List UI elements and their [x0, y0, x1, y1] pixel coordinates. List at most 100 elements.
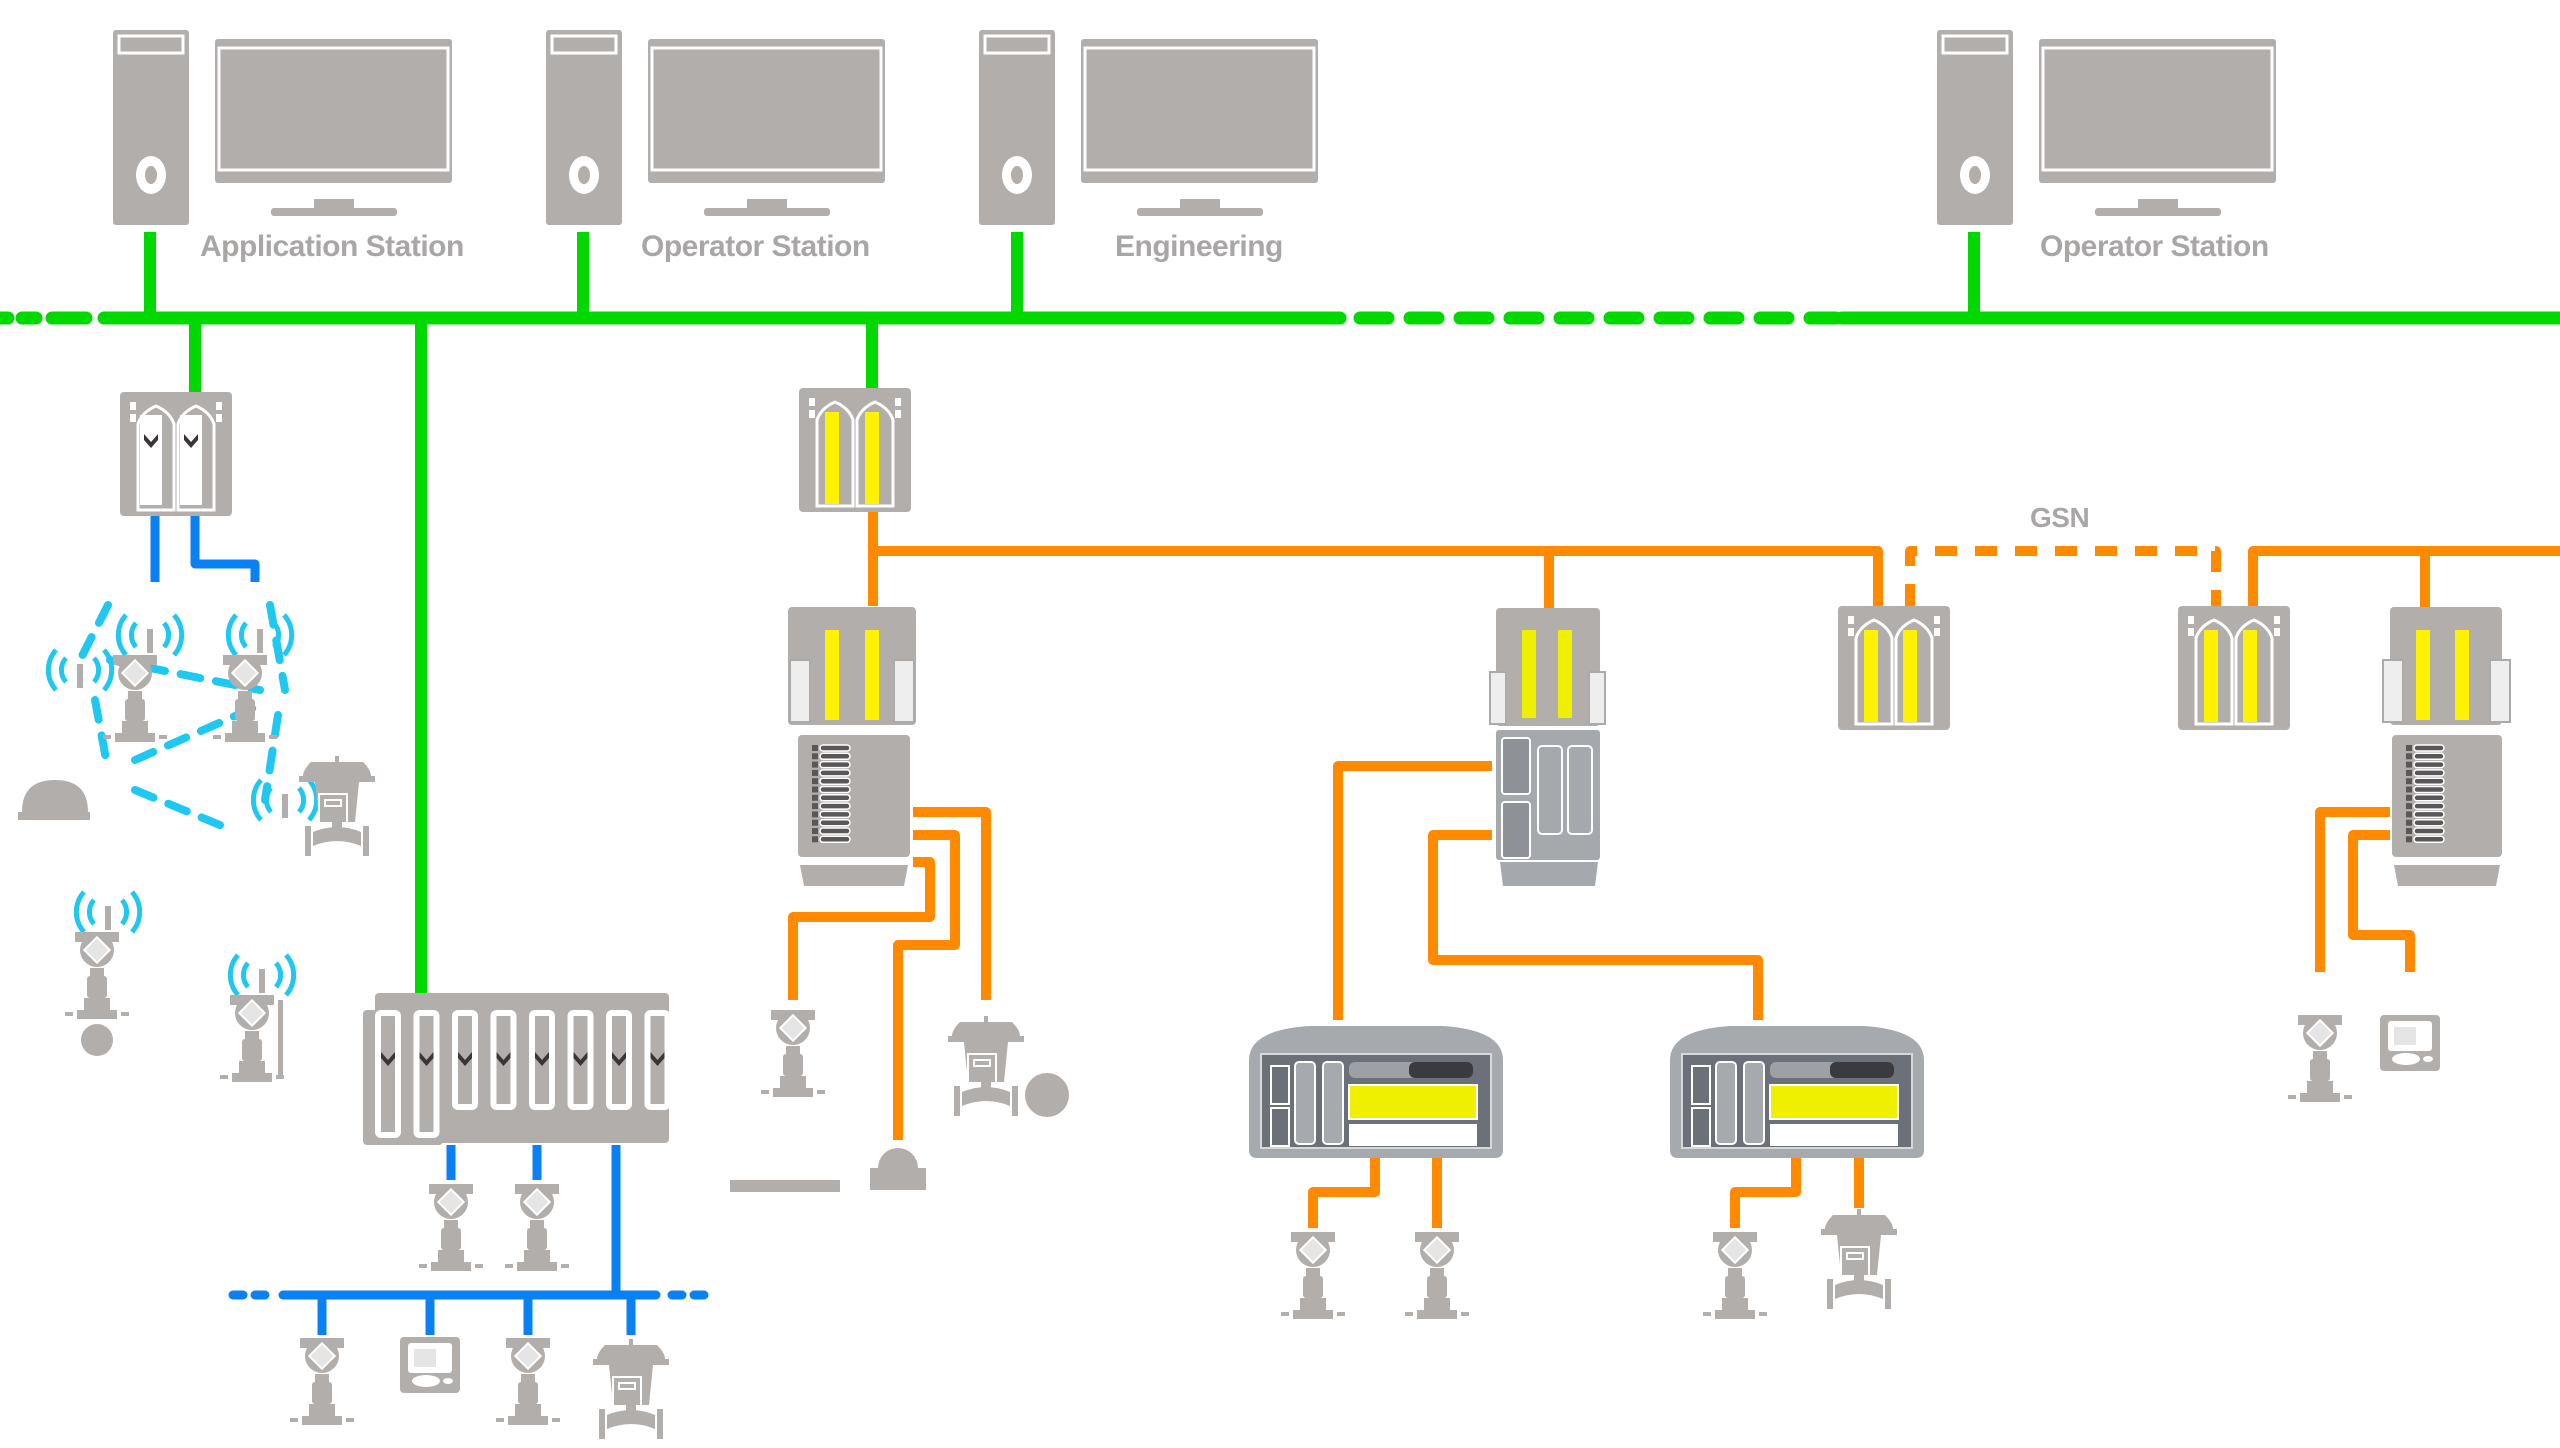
safety-card [865, 412, 879, 504]
chevron-icon [612, 1052, 626, 1066]
terminal-slot [819, 744, 851, 752]
operator-station-1-icon[interactable] [544, 28, 887, 227]
safety-bus [873, 546, 1883, 606]
chevron-icon [144, 434, 158, 448]
pressure-transmitter-icon[interactable] [2287, 1014, 2353, 1103]
terminal-indicator [2406, 811, 2412, 818]
terminal-slot [819, 777, 851, 785]
pressure-transmitter-icon[interactable] [1280, 1231, 1346, 1320]
terminal-slot [819, 827, 851, 835]
terminal-slot [819, 760, 851, 769]
wireless-pressure-transmitter[interactable] [230, 955, 293, 995]
pressure-transmitter-icon[interactable] [495, 1337, 561, 1426]
gsn-controller-1[interactable] [1836, 604, 1952, 732]
wireless-adapter-base [18, 812, 90, 820]
terminal-indicator [2406, 836, 2412, 843]
engineering-station-icon[interactable] [977, 28, 1320, 227]
terminal-slot [819, 802, 851, 810]
io-wire [893, 830, 960, 1140]
operator-station-2-icon[interactable] [1935, 28, 2278, 227]
terminal-indicator [2406, 778, 2412, 785]
terminal-indicator [2406, 753, 2412, 760]
wireless-adapter-icon[interactable] [22, 780, 88, 812]
chevron-icon [650, 1052, 665, 1066]
control-valve-icon[interactable] [947, 1015, 1025, 1117]
junction-box-1-icon[interactable] [1248, 1025, 1504, 1159]
control-valve-icon[interactable] [592, 1338, 670, 1440]
wireless-waves-icon [228, 615, 291, 655]
terminal-indicator [2406, 786, 2412, 793]
pressure-transmitter-icon[interactable] [1702, 1231, 1768, 1320]
mesh-link [131, 786, 236, 834]
gateway-wire [190, 512, 260, 582]
pressure-transmitter-icon[interactable] [1404, 1231, 1470, 1320]
pressure-transmitter-icon[interactable] [418, 1183, 484, 1272]
wireless-transmitter-2[interactable] [228, 615, 291, 655]
terminal-indicator [2406, 761, 2412, 768]
logic-solver-stack-1[interactable] [788, 607, 916, 886]
terminal-slot [819, 818, 851, 827]
jb-wire [1730, 1158, 1801, 1228]
wireless-gateway[interactable] [118, 390, 234, 518]
io-rack[interactable] [363, 993, 671, 1145]
mesh-link [261, 711, 282, 804]
terminal-slot [819, 752, 851, 761]
chevron-icon [535, 1052, 549, 1066]
pressure-transmitter-icon[interactable] [760, 1009, 826, 1098]
terminal-indicator [812, 794, 818, 801]
mesh-link [266, 601, 289, 694]
terminal-slot [819, 810, 851, 819]
terminal-indicator [812, 828, 818, 834]
terminal-indicator [812, 753, 818, 760]
junction-box-2-icon[interactable] [1669, 1025, 1925, 1159]
logic-solver-stack-2[interactable] [2382, 607, 2511, 886]
terminal-indicator [812, 769, 818, 776]
operator-station-1-label: Operator Station [641, 230, 870, 263]
gsn-link [1905, 546, 2221, 606]
terminal-indicator [2406, 828, 2412, 834]
terminal-indicator [812, 811, 818, 818]
terminal-slot [2413, 785, 2445, 794]
terminal-slot [2413, 794, 2445, 802]
pipe-icon [278, 1000, 283, 1075]
chevron-icon [419, 1052, 434, 1066]
application-station-icon[interactable] [111, 28, 454, 227]
wireless-transmitter-1[interactable] [118, 615, 181, 655]
flow-transmitter-icon[interactable] [289, 1337, 355, 1426]
charm-controller[interactable] [1489, 608, 1606, 886]
chevron-icon [458, 1052, 472, 1066]
gsn-controller-module-icon [1836, 604, 1952, 732]
wireless-waves-icon [76, 892, 139, 932]
terminal-indicator [812, 819, 818, 826]
terminal-slot [2413, 752, 2445, 761]
wireless-transmitter-icon[interactable] [212, 654, 278, 743]
terminal-indicator [812, 778, 818, 785]
terminal-slot [2413, 744, 2445, 752]
io-wire [2348, 830, 2415, 972]
terminal-indicator [812, 836, 818, 843]
wireless-waves-icon [230, 955, 293, 995]
pressure-transmitter-icon[interactable] [504, 1183, 570, 1272]
charm-wire [1333, 761, 1492, 1020]
inline-flow-meter[interactable] [730, 1148, 926, 1192]
gsn-controller-2[interactable] [2176, 604, 2292, 732]
terminal-slot [819, 785, 851, 794]
local-display-icon[interactable] [2380, 1015, 2440, 1071]
io-wire [788, 857, 935, 1000]
terminal-indicator [812, 803, 818, 810]
local-display-icon[interactable] [400, 1337, 460, 1393]
gateway-card [180, 415, 202, 505]
control-network [0, 232, 2560, 993]
chevron-icon [496, 1052, 511, 1066]
control-valve-icon[interactable] [1820, 1208, 1898, 1310]
flange-icon [1025, 1073, 1069, 1117]
wireless-pressure-transmitter-icon[interactable] [219, 994, 285, 1083]
wireless-level-transmitter[interactable] [76, 892, 139, 932]
terminal-slot [2413, 827, 2445, 835]
safety-controller[interactable] [797, 386, 913, 514]
terminal-indicator [812, 745, 818, 751]
wireless-level-transmitter-icon[interactable] [64, 931, 130, 1020]
wireless-valve-icon[interactable] [298, 755, 376, 857]
terminal-slot [819, 769, 851, 777]
gateway-module-icon [118, 390, 234, 518]
